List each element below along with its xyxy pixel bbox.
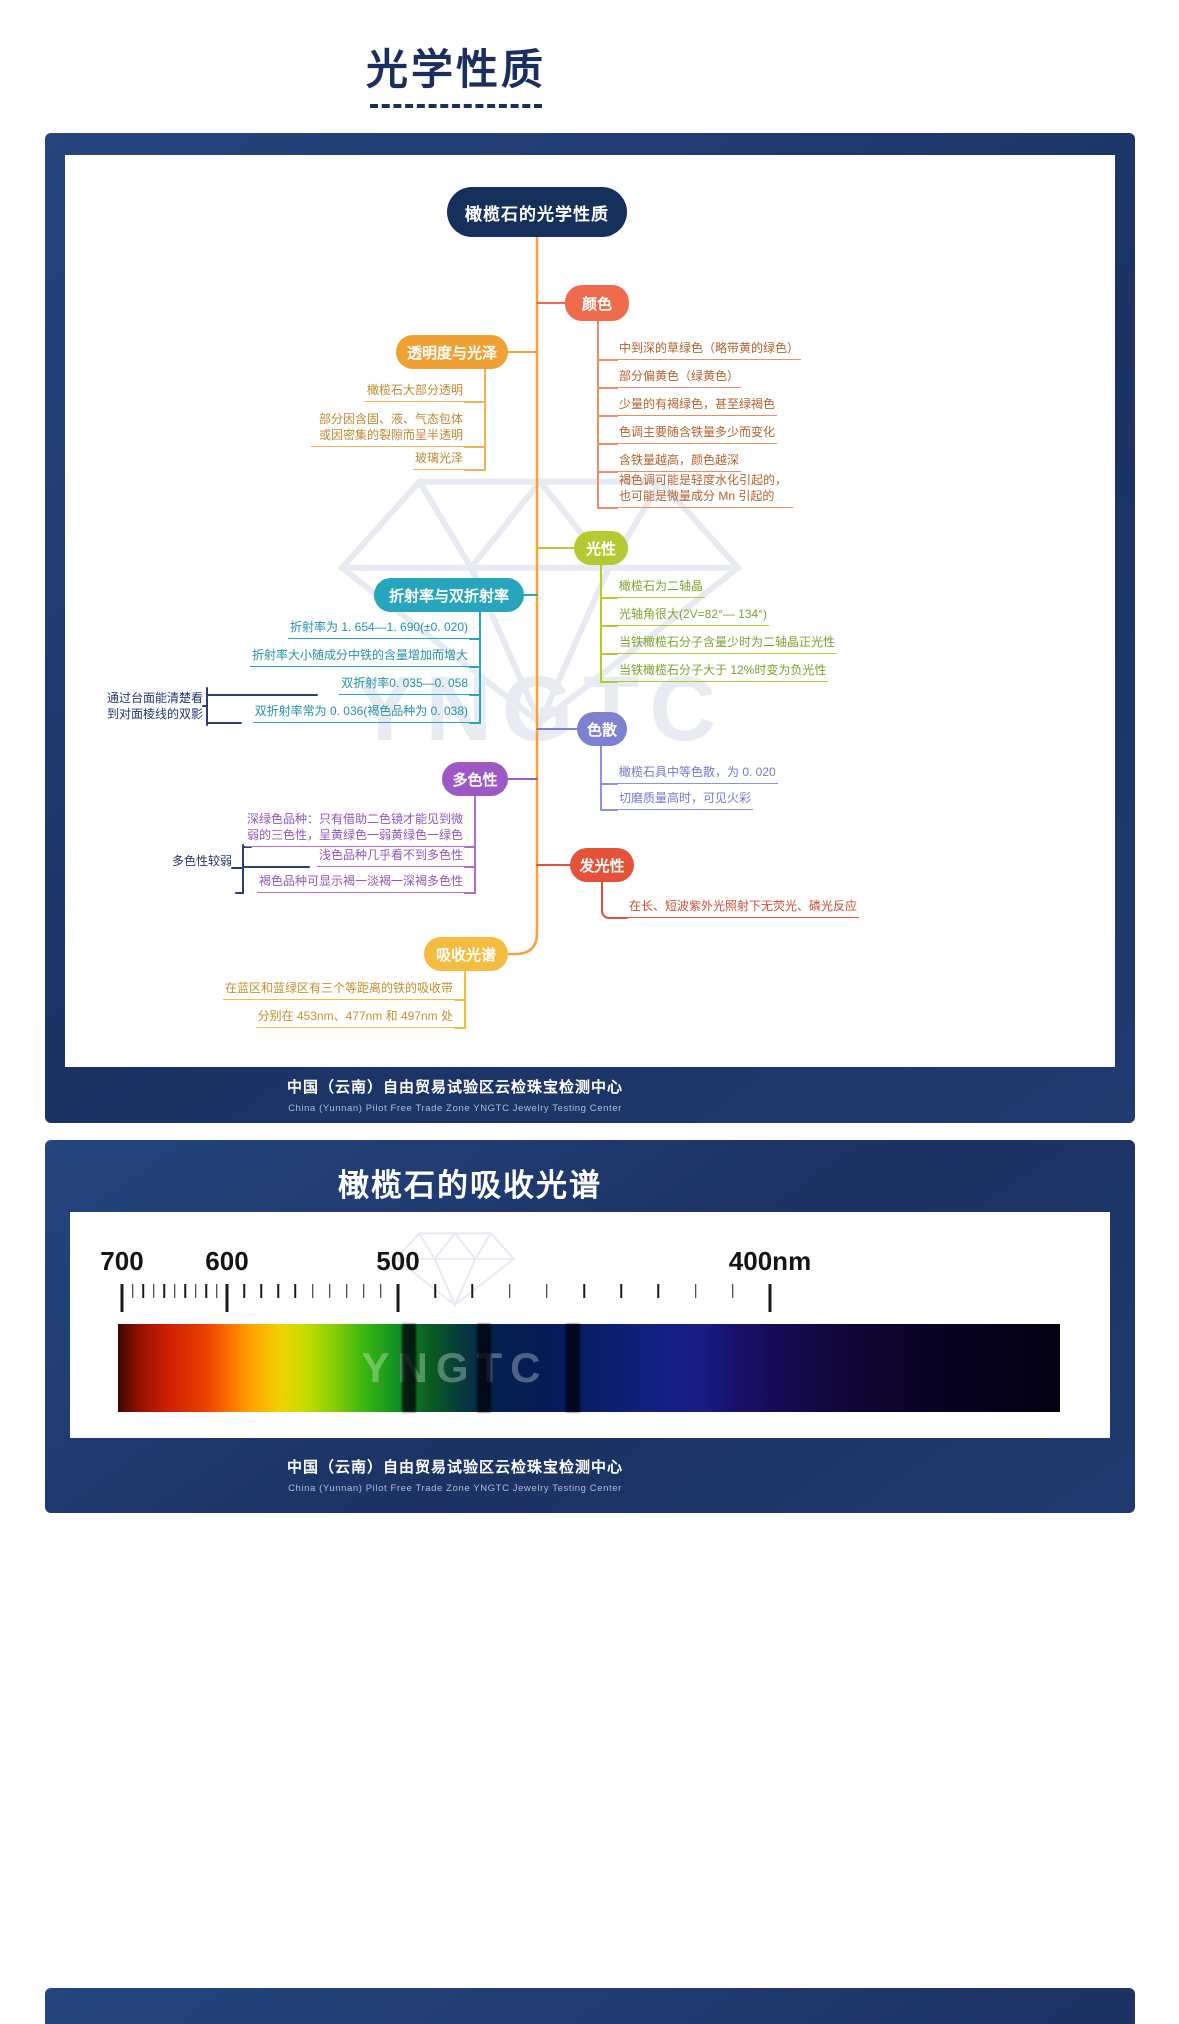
ruler-tick-530 bbox=[345, 1284, 348, 1298]
ruler-tick-520 bbox=[363, 1284, 365, 1298]
leaf-luminescence-0: 在长、短波紫外光照射下无荧光、磷光反应 bbox=[627, 898, 860, 918]
leaf-color-0: 中到深的草绿色（略带黄的绿色） bbox=[617, 340, 802, 360]
ruler-tick-470 bbox=[508, 1284, 511, 1298]
spectrum-card: 橄榄石的吸收光谱 700 600 500 400nm YNGTC 中国（云南）自… bbox=[45, 1140, 1135, 1513]
card1-footer: 中国（云南）自由贸易试验区云检珠宝检测中心 China (Yunnan) Pil… bbox=[287, 1076, 623, 1114]
annotation-doubling: 通过台面能清楚看到对面棱线的双影 bbox=[106, 691, 203, 721]
leaf-ri-0: 折射率为 1. 654—1. 690(±0. 020) bbox=[287, 619, 470, 639]
branch-node-luminescence: 发光性 bbox=[570, 848, 634, 882]
mindmap-panel: YNGTC bbox=[65, 155, 1115, 1067]
leaf-color-4: 含铁量越高，颜色越深 bbox=[617, 452, 742, 472]
mindmap-root-node: 橄榄石的光学性质 bbox=[447, 187, 627, 237]
ruler-tick-430 bbox=[657, 1284, 660, 1298]
ruler-tick-700 bbox=[120, 1284, 124, 1312]
ruler-tick-480 bbox=[471, 1284, 474, 1298]
ruler-tick-580 bbox=[260, 1284, 262, 1298]
ruler-tick-440 bbox=[620, 1284, 622, 1298]
leaf-color-1: 部分偏黄色（绿黄色） bbox=[617, 368, 742, 388]
ruler-tick-630 bbox=[194, 1284, 197, 1298]
mindmap-card: YNGTC bbox=[45, 133, 1135, 1123]
ruler-tick-410 bbox=[732, 1284, 734, 1298]
ruler-tick-450 bbox=[583, 1284, 585, 1298]
ruler-tick-550 bbox=[311, 1284, 314, 1298]
branch-node-optic-character: 光性 bbox=[574, 531, 628, 565]
annotation-weak-pleochroism: 多色性较弱 bbox=[171, 854, 232, 868]
ruler-tick-490 bbox=[434, 1284, 436, 1298]
page-title: 光学性质 bbox=[365, 46, 547, 93]
ruler-tick-670 bbox=[152, 1284, 155, 1298]
leaf-ri-2: 双折射率0. 035—0. 058 bbox=[339, 675, 470, 695]
ruler-tick-650 bbox=[173, 1284, 176, 1298]
branch-node-pleochroism: 多色性 bbox=[442, 762, 508, 796]
ruler-tick-640 bbox=[184, 1284, 186, 1298]
leaf-pleochroism-2: 褐色品种可显示褐一淡褐一深褐多色性 bbox=[256, 873, 465, 893]
absorption-band-497nm bbox=[402, 1324, 417, 1412]
ruler-tick-660 bbox=[163, 1284, 165, 1298]
ruler-tick-620 bbox=[205, 1284, 207, 1298]
branch-node-absorption-spectrum: 吸收光谱 bbox=[424, 937, 508, 971]
ruler-tick-690 bbox=[131, 1284, 134, 1298]
absorption-band-477nm bbox=[476, 1324, 491, 1412]
ruler-tick-420 bbox=[694, 1284, 697, 1298]
ruler-tick-590 bbox=[243, 1284, 245, 1298]
leaf-dispersion-1: 切磨质量高时，可见火彩 bbox=[617, 790, 754, 810]
wavelength-label-600: 600 bbox=[205, 1246, 249, 1276]
ruler-tick-400 bbox=[768, 1284, 772, 1312]
ruler-tick-540 bbox=[328, 1284, 331, 1298]
title-underline bbox=[370, 104, 542, 108]
ruler-tick-600 bbox=[225, 1284, 229, 1312]
wavelength-label-400nm: 400nm bbox=[728, 1246, 812, 1276]
ruler-tick-610 bbox=[215, 1284, 218, 1298]
leaf-transparency-0: 橄榄石大部分透明 bbox=[364, 382, 465, 402]
leaf-transparency-2: 玻璃光泽 bbox=[412, 450, 465, 470]
leaf-color-5: 褐色调可能是轻度水化引起的，也可能是微量成分 Mn 引起的 bbox=[617, 472, 793, 508]
card2-footer: 中国（云南）自由贸易试验区云检珠宝检测中心 China (Yunnan) Pil… bbox=[287, 1456, 623, 1494]
footer-name-en: China (Yunnan) Pilot Free Trade Zone YNG… bbox=[288, 1483, 622, 1494]
leaf-transparency-1: 部分因含固、液、气态包体或因密集的裂隙而呈半透明 bbox=[311, 411, 465, 447]
ruler-tick-460 bbox=[546, 1284, 548, 1298]
footer-name-cn: 中国（云南）自由贸易试验区云检珠宝检测中心 bbox=[286, 1459, 624, 1476]
leaf-optic-1: 光轴角很大(2V=82°— 134°) bbox=[617, 606, 769, 626]
watermark-text: YNGTC bbox=[361, 1344, 549, 1391]
branch-node-color: 颜色 bbox=[565, 285, 629, 321]
spectrum-title: 橄榄石的吸收光谱 bbox=[338, 1168, 602, 1203]
branch-node-dispersion: 色散 bbox=[577, 712, 627, 746]
footer-name-cn: 中国（云南）自由贸易试验区云检珠宝检测中心 bbox=[286, 1079, 624, 1096]
ruler-tick-560 bbox=[294, 1284, 297, 1298]
wavelength-label-700: 700 bbox=[100, 1246, 144, 1276]
ruler-tick-510 bbox=[380, 1284, 382, 1298]
footer-name-en: China (Yunnan) Pilot Free Trade Zone YNG… bbox=[288, 1103, 622, 1114]
leaf-color-3: 色调主要随含铁量多少而变化 bbox=[617, 424, 778, 444]
spectrum-bar: YNGTC bbox=[118, 1324, 1060, 1412]
leaf-pleochroism-0: 深绿色品种：只有借助二色镜才能见到微弱的三色性，呈黄绿色一弱黄绿色一绿色 bbox=[245, 811, 465, 847]
wavelength-label-500: 500 bbox=[376, 1246, 420, 1276]
leaf-spectrum-0: 在蓝区和蓝绿区有三个等距离的铁的吸收带 bbox=[222, 980, 455, 1000]
absorption-band-453nm bbox=[565, 1324, 580, 1412]
leaf-pleochroism-1: 浅色品种几乎看不到多色性 bbox=[316, 847, 465, 867]
mindmap-connectors bbox=[202, 233, 628, 1029]
leaf-ri-1: 折射率大小随成分中铁的含量增加而增大 bbox=[249, 647, 470, 667]
leaf-optic-0: 橄榄石为二轴晶 bbox=[617, 578, 706, 598]
leaf-optic-3: 当铁橄榄石分子大于 12%时变为负光性 bbox=[617, 662, 829, 682]
leaf-optic-2: 当铁橄榄石分子含量少时为二轴晶正光性 bbox=[617, 634, 838, 654]
leaf-dispersion-0: 橄榄石具中等色散，为 0. 020 bbox=[617, 764, 778, 784]
ruler-tick-570 bbox=[277, 1284, 280, 1298]
next-card-edge bbox=[45, 1988, 1135, 2024]
ruler-tick-500 bbox=[396, 1284, 400, 1312]
ruler-tick-680 bbox=[142, 1284, 144, 1298]
branch-node-transparency: 透明度与光泽 bbox=[396, 335, 508, 369]
branch-node-refractive-index: 折射率与双折射率 bbox=[374, 578, 524, 612]
wavelength-ruler bbox=[70, 1212, 1110, 1438]
spectrum-panel: 700 600 500 400nm YNGTC bbox=[70, 1212, 1110, 1438]
leaf-color-2: 少量的有褐绿色，甚至绿褐色 bbox=[617, 396, 778, 416]
leaf-ri-3: 双折射率常为 0. 036(褐色品种为 0. 038) bbox=[252, 703, 470, 723]
leaf-spectrum-1: 分别在 453nm、477nm 和 497nm 处 bbox=[255, 1008, 455, 1028]
